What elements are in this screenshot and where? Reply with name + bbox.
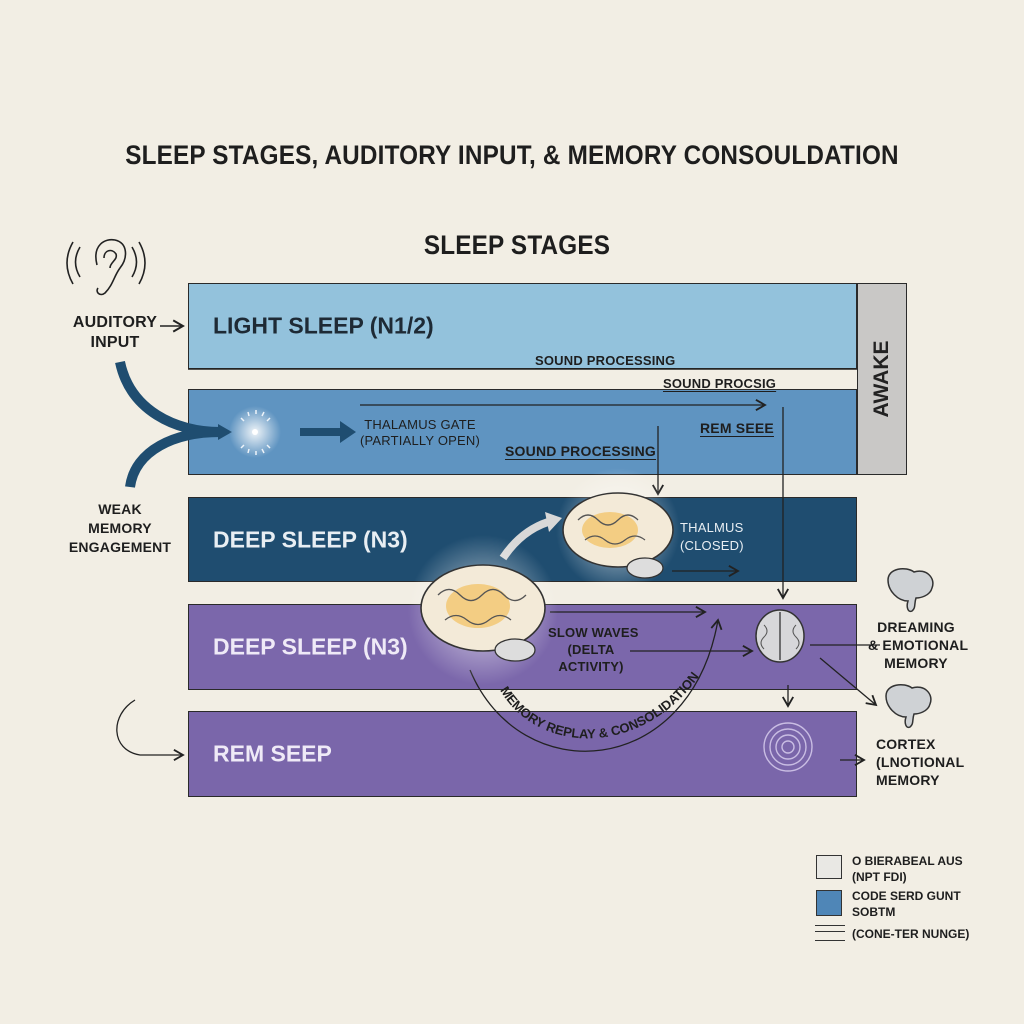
label-line: MEMORY (884, 655, 948, 671)
band-thalamus-gate (188, 389, 857, 475)
ear-icon (66, 238, 146, 296)
sound-processing-label-1: SOUND PROCESSING (535, 353, 676, 368)
band-light-sleep: LIGHT SLEEP (N1/2) (188, 283, 857, 369)
label-line: (PARTIALLY OPEN) (360, 433, 480, 448)
legend-lines-icon (815, 925, 845, 941)
awake-bar: AWAKE (857, 283, 907, 475)
band-label: REM SEEP (213, 740, 332, 767)
memory-replay-arrow (469, 618, 723, 752)
label-line: THALAMUS GATE (364, 417, 476, 432)
label-line: MEMORY (876, 772, 940, 788)
brain-top-view-icon (755, 609, 805, 663)
memory-replay-label: MEMORY REPLAY & CONSOLIDATION (497, 669, 701, 741)
label-line: & EMOTIONAL (868, 637, 969, 653)
label-line: (DELTA (567, 642, 615, 657)
legend-label-3: (CONE-TER NUNGE) (852, 927, 970, 941)
thalamus-arrow (300, 421, 356, 443)
label-line: CORTEX (876, 736, 936, 752)
slow-waves-label: SLOW WAVES (DELTA ACTIVITY) (548, 624, 639, 675)
brain-side-icon-cortex (885, 683, 932, 729)
legend-swatch-light (816, 855, 842, 879)
label-line: CODE SERD GUNT (852, 889, 961, 903)
auditory-input-label: AUDITORY INPUT (70, 313, 160, 353)
label-line: THALMUS (680, 520, 744, 535)
brain-side-icon-dreaming (887, 567, 934, 613)
thalmus-closed-label: THALMUS (CLOSED) (680, 519, 744, 555)
label-line: O BIERABEAL AUS (852, 854, 963, 868)
spiral-icon (763, 722, 813, 772)
page-title: SLEEP STAGES, AUDITORY INPUT, & MEMORY C… (125, 140, 899, 170)
legend-label-2: CODE SERD GUNT SOBTM (852, 888, 961, 920)
label-line: AUDITORY (72, 314, 158, 331)
rem-loop-arrow (116, 699, 185, 761)
cortex-label: CORTEX (LNOTIONAL MEMORY (876, 735, 964, 789)
separator-strip (188, 369, 857, 389)
brain-icon-lower (408, 535, 558, 685)
band-rem-sleep: REM SEEP (188, 711, 857, 797)
label-line: INPUT (90, 334, 140, 351)
label-line: (NPT FDI) (852, 870, 907, 884)
to-cortex-arrow (819, 657, 878, 707)
label-line: SOBTM (852, 905, 896, 919)
label-line: ACTIVITY) (558, 659, 624, 674)
rem-seee-label: REM SEEE (700, 420, 774, 436)
legend-label-1: O BIERABEAL AUS (NPT FDI) (852, 853, 963, 885)
label-line: (LNOTIONAL (876, 754, 965, 770)
band-label: DEEP SLEEP (N3) (213, 526, 408, 552)
convergence-arrow (115, 360, 221, 488)
band-label: DEEP SLEEP (N3) (213, 633, 408, 660)
label-line: (CLOSED) (680, 538, 744, 553)
legend-swatch-blue (816, 890, 842, 916)
thalamus-gate-label: THALAMUS GATE (PARTIALLY OPEN) (360, 417, 480, 449)
sound-processing-label-2: SOUND PROCSIG (663, 376, 777, 391)
sound-processing-label-3: SOUND PROCESSING (505, 443, 656, 459)
band-label: LIGHT SLEEP (N1/2) (213, 312, 434, 339)
label-line: WEAK (98, 501, 142, 517)
label-line: ENGAGEMENT (68, 539, 172, 555)
spark-rays (240, 410, 271, 455)
label-line: MEMORY (88, 520, 152, 536)
convergence-arrow-head (218, 424, 232, 440)
section-title: SLEEP STAGES (423, 230, 611, 260)
label-line: SLOW WAVES (548, 625, 639, 640)
brain-icon-upper (556, 468, 680, 592)
label-line: DREAMING (877, 619, 955, 635)
dreaming-label: DREAMING & EMOTIONAL MEMORY (868, 618, 969, 672)
weak-memory-label: WEAK MEMORY ENGAGEMENT (60, 500, 180, 557)
